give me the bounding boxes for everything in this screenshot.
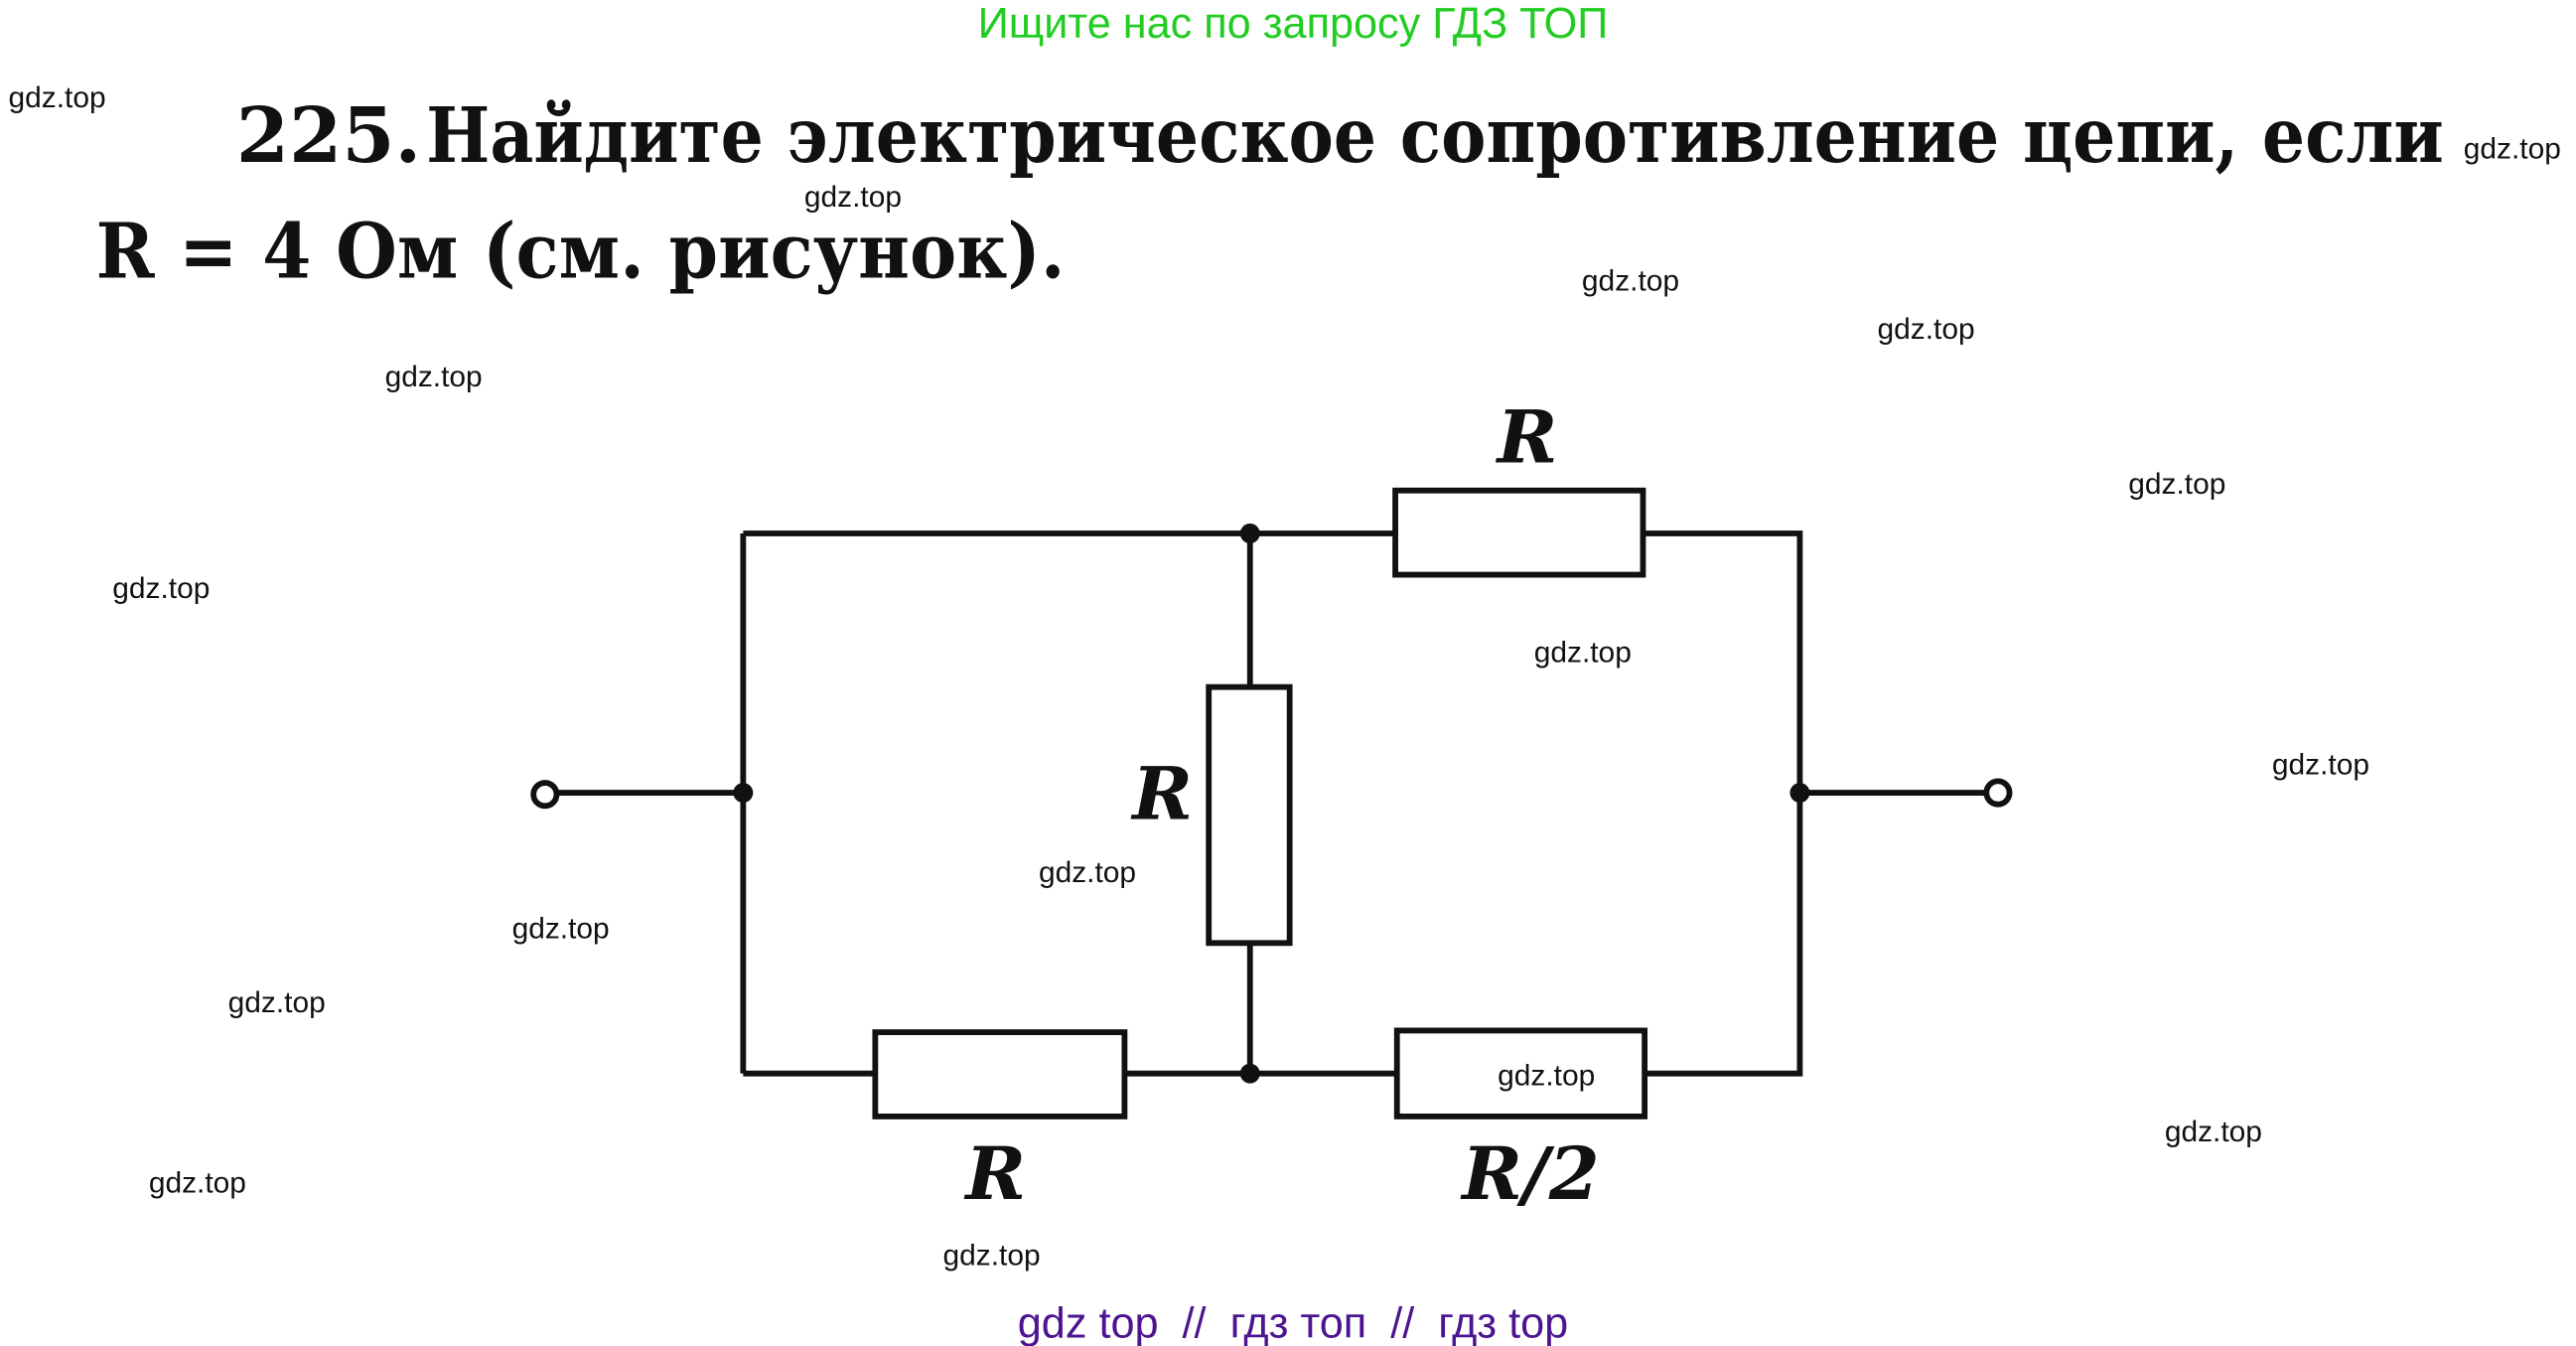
resistor-bottom-left [872,1029,1128,1120]
problem-number: 225. [236,91,421,181]
circuit-diagram: R R R R/2 [530,395,2013,1217]
junction-node-left [733,783,754,804]
resistor-middle [1206,683,1293,947]
junction-node-bottom [1239,1063,1260,1084]
label-bottom-right-resistor: R/2 [1460,1131,1599,1217]
watermark: gdz.top [1039,856,1136,889]
junction-node-right [1789,783,1810,804]
watermark: gdz.top [112,572,210,605]
header-banner: Ищите нас по запросу ГДЗ ТОП [978,0,1609,48]
label-top-resistor: R [1496,395,1558,481]
output-terminal [1983,778,2013,808]
watermarks: gdz.top gdz.top gdz.top gdz.top gdz.top … [9,81,2561,1271]
watermark: gdz.top [2165,1116,2262,1148]
watermark: gdz.top [385,361,483,393]
problem-text-line2: R = 4 Ом (см. рисунок). [96,207,1066,296]
watermark: gdz.top [228,986,326,1019]
wires [556,530,1987,1077]
watermark: gdz.top [512,912,610,945]
watermark: gdz.top [149,1166,246,1199]
watermark: gdz.top [1498,1059,1595,1092]
watermark: gdz.top [1534,637,1632,670]
watermark: gdz.top [804,181,902,214]
resistor-bottom-right [1393,1027,1648,1120]
watermark: gdz.top [1582,265,1679,298]
input-terminal [530,780,560,810]
label-bottom-left-resistor: R [963,1131,1026,1217]
watermark: gdz.top [9,81,106,114]
watermark: gdz.top [2128,468,2225,501]
watermark: gdz.top [2272,749,2369,782]
watermark: gdz.top [943,1240,1041,1272]
label-middle-resistor: R [1130,752,1193,837]
resistor-top [1392,487,1646,578]
watermark: gdz.top [1878,313,1975,346]
watermark: gdz.top [2464,133,2561,166]
problem-text-line1: Найдите электрическое сопротивление цепи… [426,91,2444,181]
junction-node-top [1239,523,1260,543]
footer-banner: gdz top // гдз топ // гдз top [1018,1300,1568,1346]
